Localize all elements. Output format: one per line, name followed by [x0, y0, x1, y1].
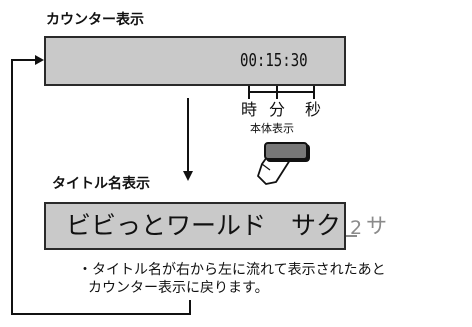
minute-label: 分 [269, 100, 286, 119]
title-display: ビビっとワールド サク [44, 202, 346, 250]
second-label: 秒 [305, 100, 322, 119]
note-line-2: カウンター表示に戻ります。 [88, 280, 269, 296]
counter-display-title: カウンター表示 [46, 12, 144, 28]
hour-label: 時 [241, 100, 258, 119]
main-display-button[interactable] [264, 142, 308, 160]
loop-arrowhead [35, 55, 44, 65]
note-line-1: ・タイトル名が右から左に流れて表示されたあと [78, 262, 386, 278]
scrolling-title-text: ビビっとワールド サク [66, 211, 342, 240]
counter-display: 00:15:30 [44, 36, 346, 86]
down-arrowhead [183, 171, 193, 181]
counter-time: 00:15:30 [240, 50, 308, 71]
scroll-overflow-number: 2 [350, 217, 363, 239]
title-display-title: タイトル名表示 [52, 176, 150, 192]
scroll-overflow-char: サ [366, 214, 387, 238]
main-display-button-label: 本体表示 [250, 122, 294, 135]
loop-return-line [11, 59, 191, 315]
